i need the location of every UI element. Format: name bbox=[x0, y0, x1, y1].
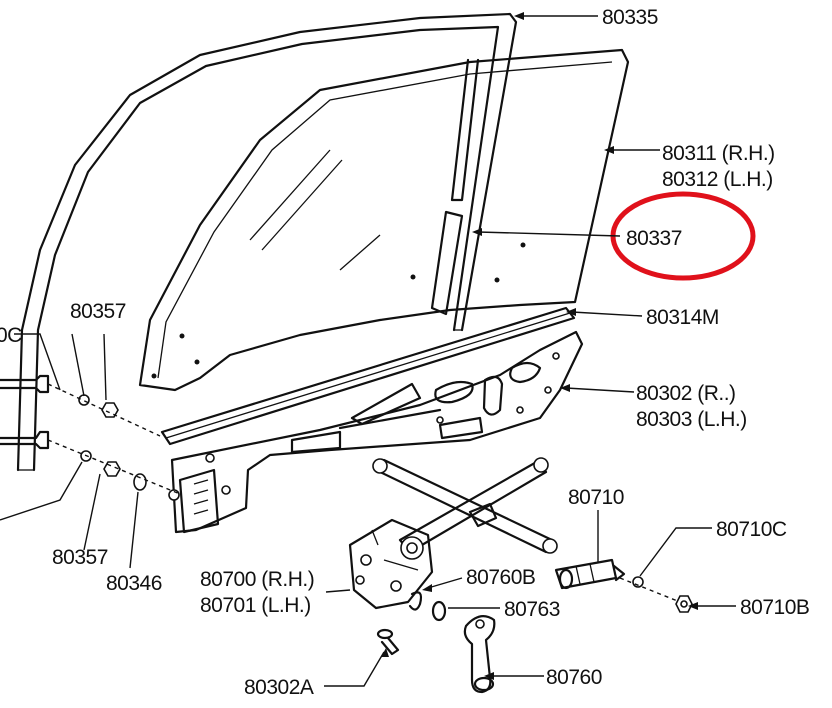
fasteners-left bbox=[0, 374, 181, 495]
lower-guide bbox=[554, 558, 626, 590]
label-80700: 80700 (R.H.) bbox=[200, 568, 314, 591]
label-80710: 80710 bbox=[568, 486, 624, 509]
label-80763: 80763 bbox=[504, 598, 560, 621]
label-80335: 80335 bbox=[602, 6, 658, 29]
leader-lines bbox=[0, 15, 736, 687]
glass-run-channel bbox=[430, 58, 480, 316]
door-glass bbox=[138, 48, 630, 392]
guide-nut bbox=[675, 595, 693, 613]
door-frame-run-channel bbox=[16, 12, 518, 472]
label-80346: 80346 bbox=[106, 572, 162, 595]
window-regulator bbox=[348, 518, 434, 610]
label-80302a: 80302A bbox=[244, 676, 314, 699]
label-80312: 80312 (L.H.) bbox=[662, 168, 773, 191]
door-inner-panel bbox=[168, 330, 584, 534]
label-80302: 80302 (R..) bbox=[636, 382, 736, 405]
label-cut-0c: 0C bbox=[0, 324, 22, 347]
spring-clip bbox=[408, 591, 423, 611]
window-crank-handle bbox=[463, 615, 496, 694]
belt-moulding bbox=[160, 306, 576, 446]
arrowheads bbox=[381, 12, 698, 680]
washer bbox=[431, 600, 447, 622]
label-80337: 80337 bbox=[626, 227, 682, 250]
label-80357-bottom: 80357 bbox=[52, 546, 108, 569]
label-80710b: 80710B bbox=[740, 596, 809, 619]
label-80710c: 80710C bbox=[716, 518, 787, 541]
label-80760b: 80760B bbox=[466, 566, 535, 589]
label-80311: 80311 (R.H.) bbox=[662, 142, 775, 165]
label-80760: 80760 bbox=[546, 666, 602, 689]
label-80303: 80303 (L.H.) bbox=[636, 408, 747, 431]
regulator-arms bbox=[372, 457, 558, 554]
label-80357-top: 80357 bbox=[70, 300, 126, 323]
label-80701: 80701 (L.H.) bbox=[200, 594, 311, 617]
label-80314m: 80314M bbox=[646, 306, 719, 329]
bolt bbox=[376, 628, 400, 656]
guide-dash-line bbox=[619, 577, 681, 603]
